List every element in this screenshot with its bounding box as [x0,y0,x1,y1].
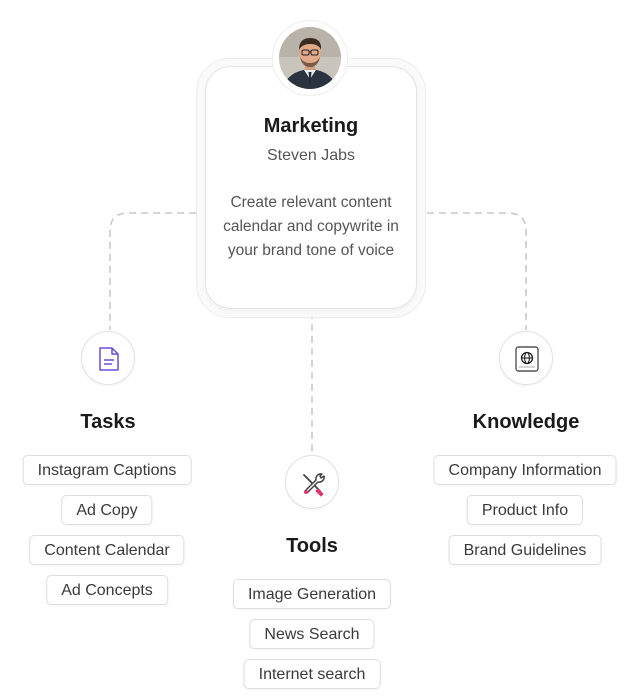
knowledge-node[interactable] [499,331,553,385]
document-icon [99,347,119,371]
card-description: Create relevant content calendar and cop… [223,194,399,259]
globe-icon [515,346,539,372]
tool-item[interactable]: News Search [249,619,375,649]
knowledge-item[interactable]: Product Info [466,495,584,525]
avatar [279,27,341,89]
connector-knowledge [427,212,527,330]
connector-tasks [109,212,196,330]
tools-node[interactable] [285,455,339,509]
knowledge-item[interactable]: Company Information [433,455,617,485]
knowledge-title: Knowledge [472,411,580,433]
card-title: Marketing [263,115,359,137]
card-subtitle: Steven Jabs [266,147,356,164]
task-item[interactable]: Instagram Captions [22,455,192,485]
tool-item[interactable]: Image Generation [232,579,392,609]
agent-card[interactable] [205,66,417,309]
tools-title: Tools [286,535,338,557]
knowledge-item[interactable]: Brand Guidelines [448,535,602,565]
tool-item[interactable]: Internet search [243,659,381,689]
task-item[interactable]: Content Calendar [29,535,185,565]
task-item[interactable]: Ad Copy [61,495,153,525]
task-item[interactable]: Ad Concepts [46,575,168,605]
tasks-node[interactable] [81,331,135,385]
tasks-title: Tasks [80,411,136,433]
tools-icon [303,473,325,497]
